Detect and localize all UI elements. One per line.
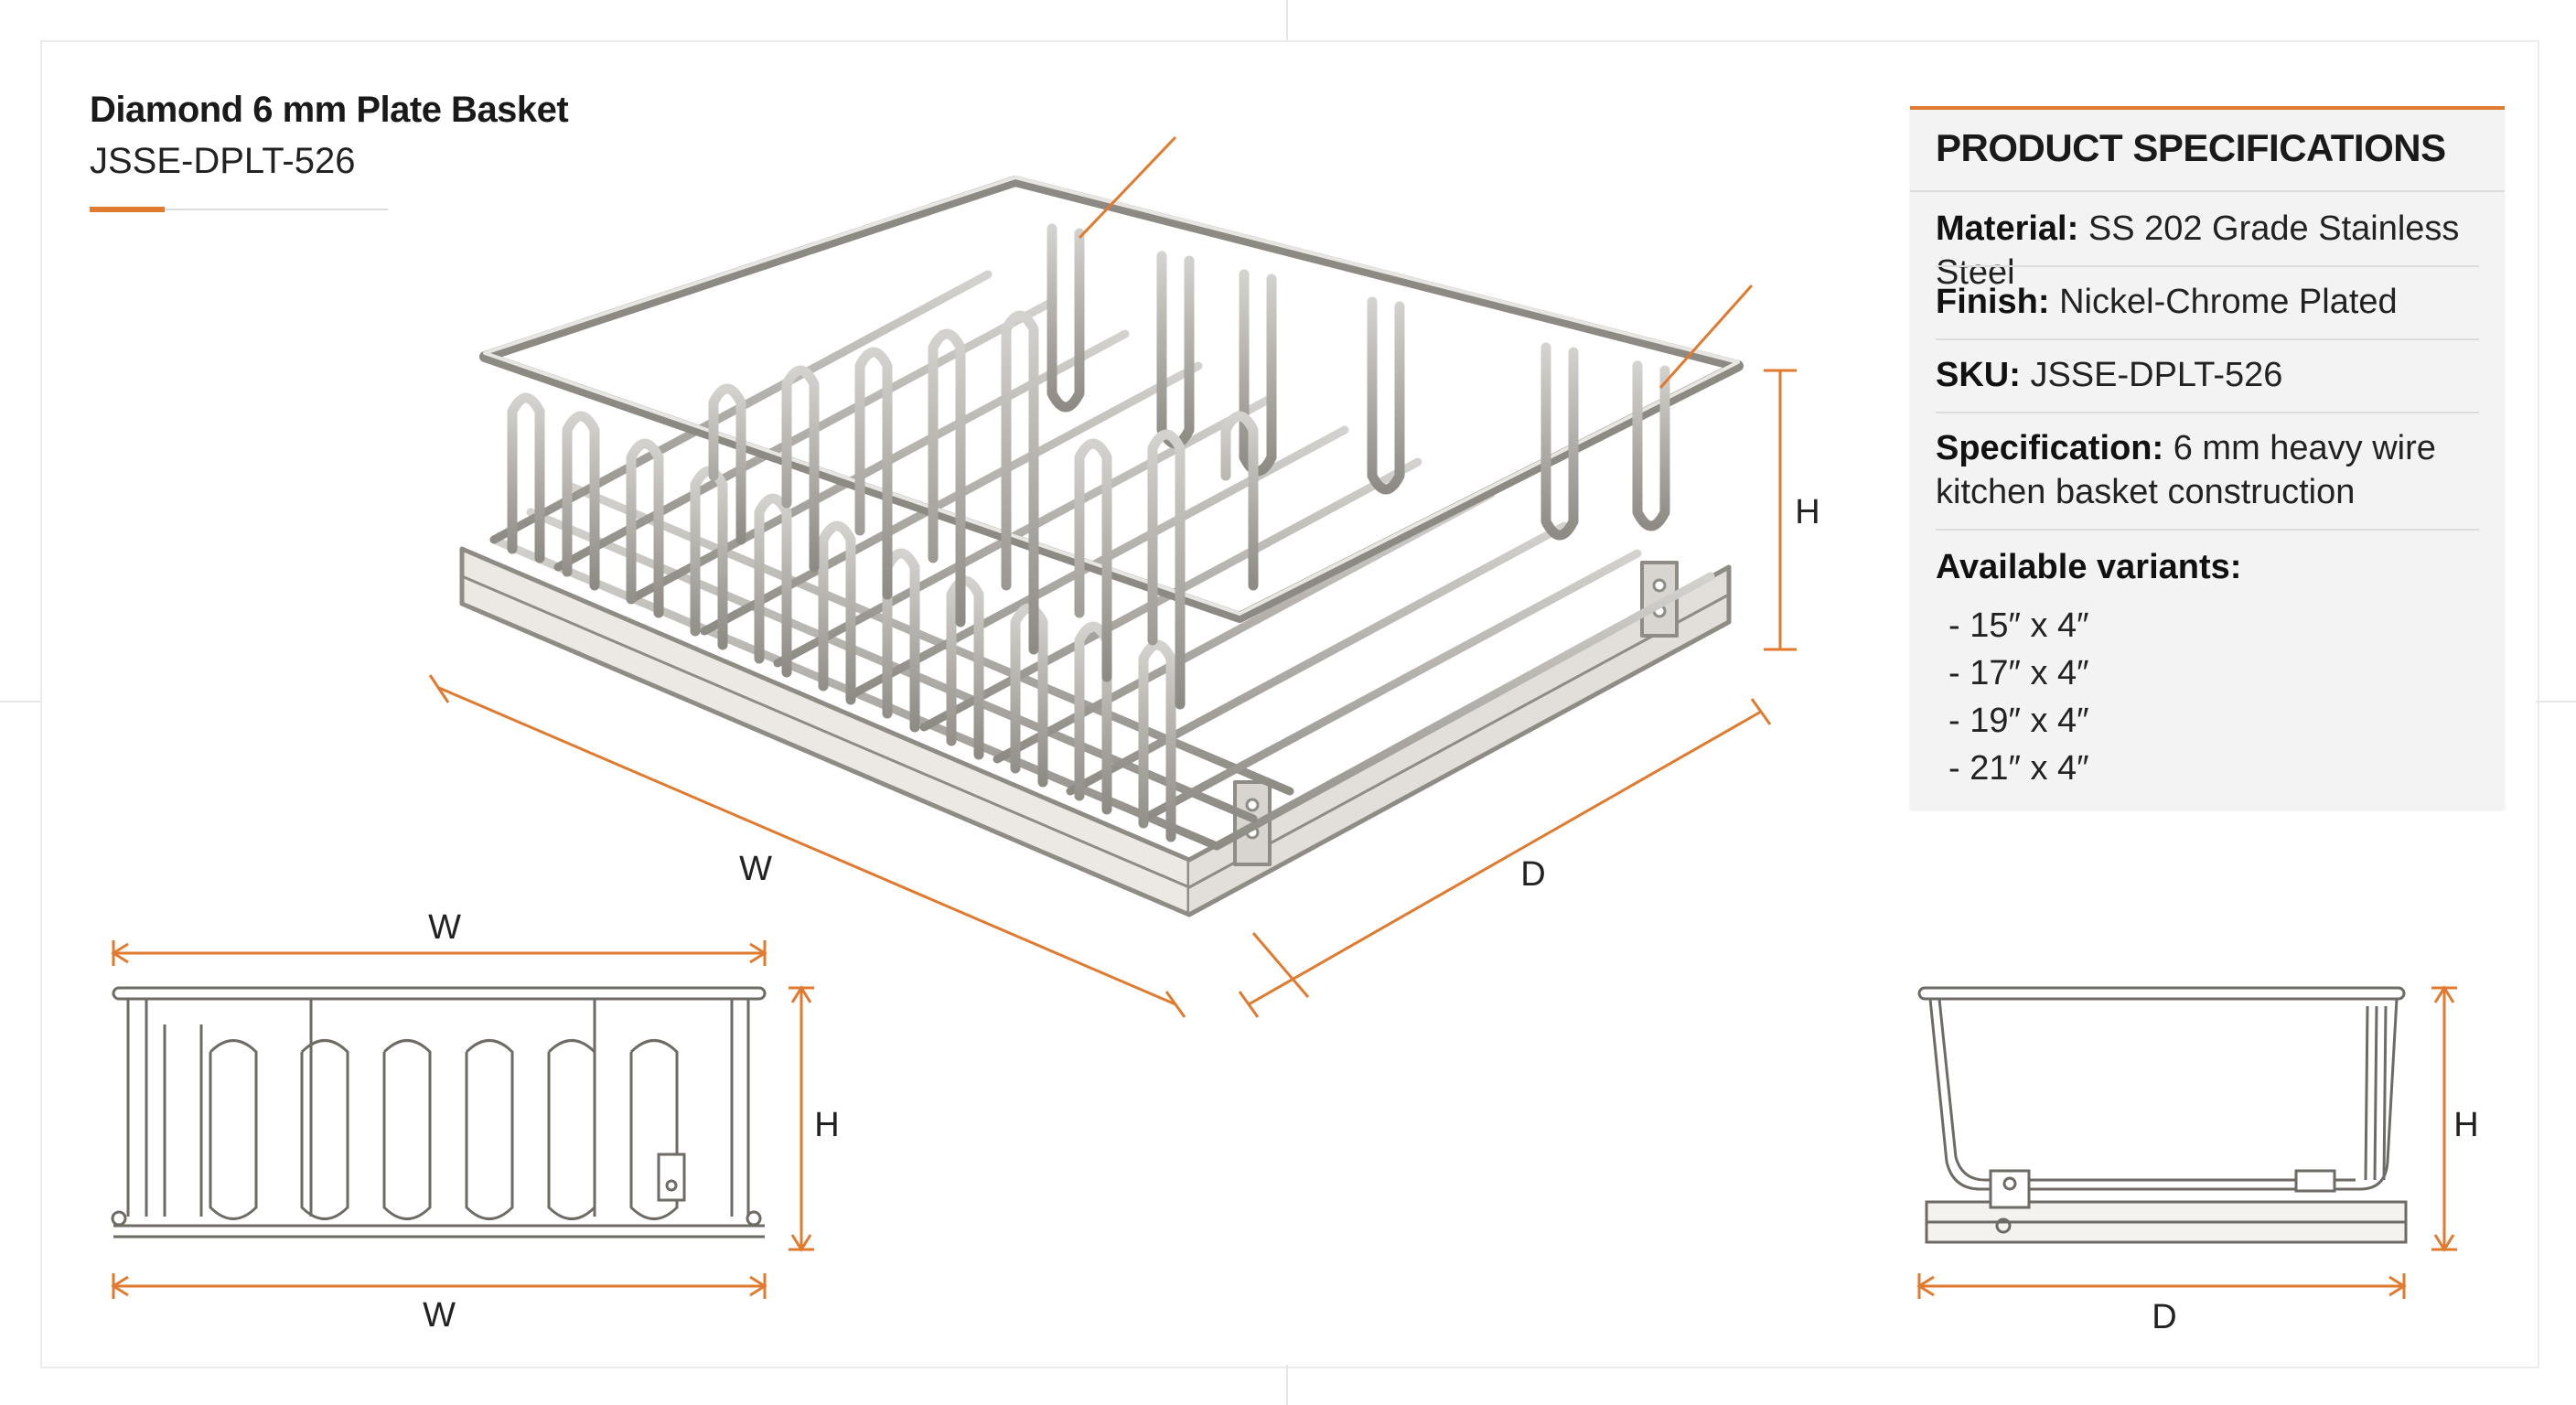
spec-panel: PRODUCT SPECIFICATIONS Material: SS 202 … — [1910, 106, 2505, 809]
iso-dimension-lines — [428, 135, 1797, 1018]
isometric-basket — [459, 176, 1744, 917]
spec-specification: Specification: 6 mm heavy wire kitchen b… — [1936, 426, 2479, 514]
sku-label: SKU: — [1936, 356, 2021, 394]
front-width-top-label: W — [428, 908, 461, 947]
specification-value-line2: kitchen basket construction — [1936, 473, 2356, 511]
spec-finish: Finish: Nickel-Chrome Plated — [1936, 280, 2479, 324]
spec-divider — [1910, 190, 2505, 192]
page-frame — [40, 40, 2539, 1368]
product-code: JSSE-DPLT-526 — [90, 141, 356, 181]
specification-label: Specification: — [1936, 429, 2164, 467]
front-view-dimension-lines — [111, 940, 814, 1299]
spec-divider — [1936, 529, 2479, 531]
spec-divider — [1936, 338, 2479, 340]
finish-value: Nickel-Chrome Plated — [2059, 283, 2398, 321]
material-value: SS 202 Grade Stainless Steel — [1936, 209, 2460, 292]
side-depth-label: D — [2152, 1298, 2176, 1336]
slide-rails — [459, 546, 1732, 917]
spec-sku: SKU: JSSE-DPLT-526 — [1936, 353, 2479, 397]
frame-tick — [2536, 701, 2576, 702]
variants-label: Available variants: — [1936, 548, 2242, 586]
side-view-dimension-lines — [1916, 985, 2457, 1299]
spec-divider — [1936, 265, 2479, 267]
material-label: Material: — [1936, 209, 2079, 248]
plate-dividers — [708, 310, 1259, 710]
frame-tick — [0, 701, 40, 702]
iso-width-label: W — [739, 850, 772, 888]
variant-item: - 19″ x 4″ — [1948, 702, 2089, 740]
front-height-label: H — [814, 1106, 839, 1144]
top-rim-highlight — [483, 176, 1740, 616]
variant-item: - 15″ x 4″ — [1948, 606, 2089, 645]
top-rim — [479, 176, 1744, 623]
front-width-bottom-label: W — [423, 1296, 456, 1335]
finish-label: Finish: — [1936, 283, 2050, 321]
front-view-wires — [145, 999, 734, 1220]
frame-tick — [1286, 0, 1288, 40]
iso-height-label: H — [1795, 493, 1819, 531]
spec-divider — [1936, 412, 2479, 413]
variant-item: - 21″ x 4″ — [1948, 749, 2089, 788]
title-accent-bar — [90, 207, 165, 212]
specification-value-line1: 6 mm heavy wire — [2173, 429, 2436, 467]
front-view — [111, 986, 767, 1239]
frame-tick — [1286, 1365, 1288, 1405]
spec-variants-label: Available variants: — [1936, 545, 2479, 589]
title-rule — [90, 207, 388, 212]
product-title: Diamond 6 mm Plate Basket — [90, 90, 569, 130]
variant-item: - 17″ x 4″ — [1948, 654, 2089, 692]
spec-material: Material: SS 202 Grade Stainless Steel — [1936, 207, 2479, 295]
side-view — [1917, 986, 2408, 1244]
sku-value: JSSE-DPLT-526 — [2030, 356, 2283, 394]
title-block: Diamond 6 mm Plate Basket JSSE-DPLT-526 — [90, 84, 569, 187]
hairpin-wires — [507, 223, 1689, 842]
iso-depth-label: D — [1520, 855, 1545, 894]
side-height-label: H — [2453, 1106, 2478, 1144]
spec-heading: PRODUCT SPECIFICATIONS — [1936, 126, 2446, 169]
